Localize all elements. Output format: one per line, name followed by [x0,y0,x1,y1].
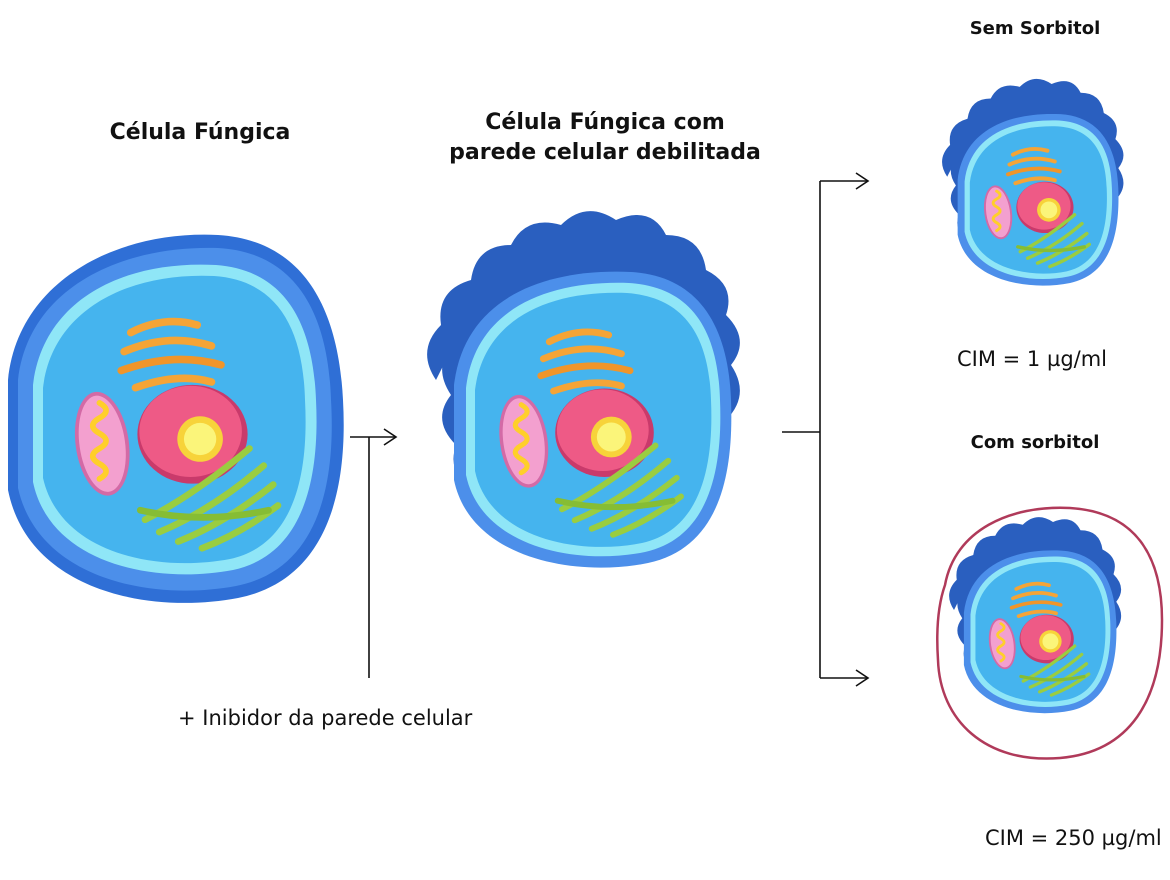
cell-no-sorbitol [942,79,1123,286]
weakened-fungal-cell [427,211,740,568]
cell-with-sorbitol [937,508,1162,759]
branch-arrow [782,173,868,686]
normal-fungal-cell [8,235,344,603]
inhibitor-arrow [350,429,396,678]
